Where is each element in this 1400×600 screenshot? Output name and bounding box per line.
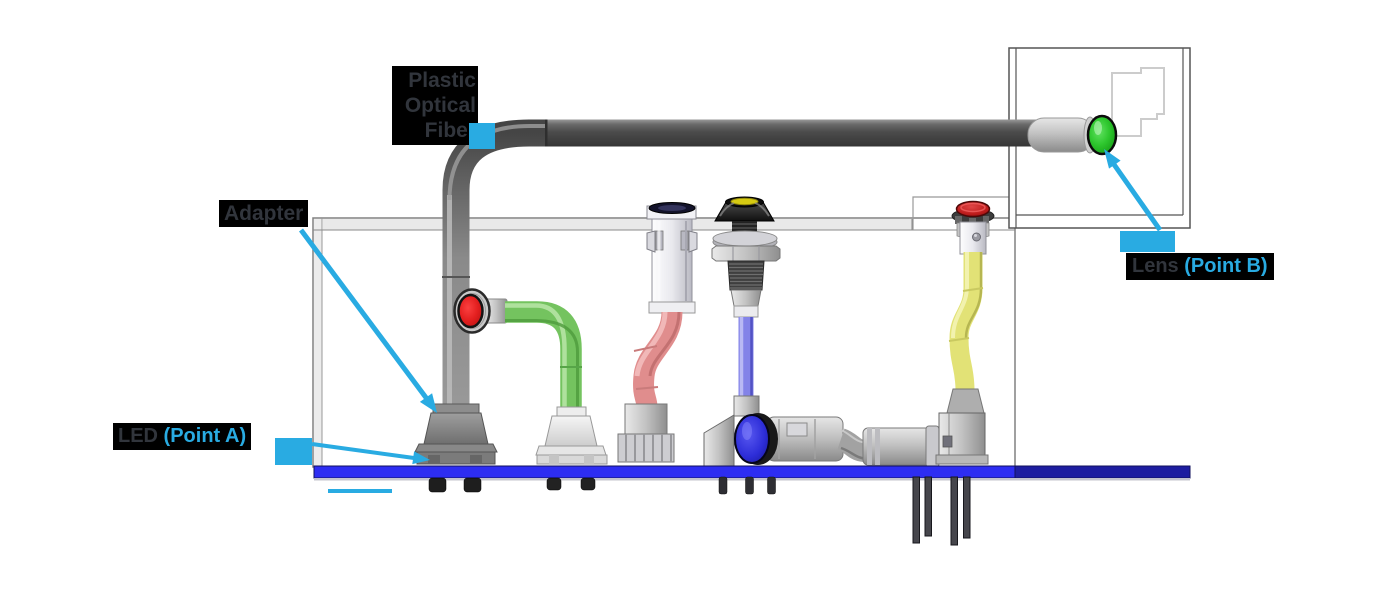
scale-line: [328, 489, 392, 493]
label-led-point: (Point A): [158, 425, 247, 447]
lens-accent-rect: [1120, 231, 1175, 252]
fiber-seam: [545, 119, 548, 147]
hex-nut: [711, 245, 781, 262]
blue-pipe-dome: [734, 414, 770, 464]
threaded-stem: [727, 260, 765, 291]
green-pipe-base: [544, 415, 598, 447]
label-lens-point: (Point B): [1178, 255, 1268, 277]
green-lens-dome: [1086, 114, 1118, 156]
enclosure-step-edge: [912, 196, 1009, 230]
fiber-horizontal-run: [546, 119, 1036, 147]
red-panel-indicator: [951, 200, 995, 255]
red-led: [453, 288, 508, 334]
board-pins: [428, 476, 971, 546]
adapter-arrow: [298, 228, 437, 413]
red-led-dome: [457, 293, 484, 329]
label-adapter: Adapter: [219, 200, 309, 227]
label-lens: Lens (Point B): [1126, 253, 1274, 280]
white-panel-indicator: [646, 202, 698, 314]
red-pipe-base-nut: [617, 433, 675, 463]
pcb-board-dark-section: [1014, 465, 1191, 479]
label-plastic-optical-fiber: Plastic Optical Fiber: [392, 66, 478, 145]
fiber-adapter: [414, 403, 498, 465]
lens-assembly: [1027, 114, 1118, 156]
annotation-arrows: [298, 149, 1163, 465]
label-line: Fiber: [424, 119, 476, 142]
lens-arrow: [1104, 149, 1163, 232]
yellow-light-pipe: [935, 252, 989, 465]
label-led-name: LED: [118, 425, 158, 447]
red-light-pipe: [617, 311, 683, 463]
label-led: LED (Point A): [113, 423, 252, 450]
label-line: Plastic: [408, 69, 476, 92]
enclosure-top-wall: [323, 219, 912, 230]
label-lens-name: Lens: [1132, 255, 1179, 277]
black-panel-indicator: [711, 196, 781, 318]
label-line: Optical: [404, 94, 476, 117]
green-light-pipe: [505, 301, 608, 465]
panel-cutout-outline: [1111, 67, 1165, 137]
enclosure-left-wall: [314, 219, 322, 466]
yellow-indicator-cap: [730, 197, 759, 206]
right-angle-light-pipe: [703, 413, 940, 468]
pof-accent-square: [469, 123, 495, 149]
led-arrow: [311, 442, 430, 465]
led-accent-rect: [275, 438, 312, 465]
